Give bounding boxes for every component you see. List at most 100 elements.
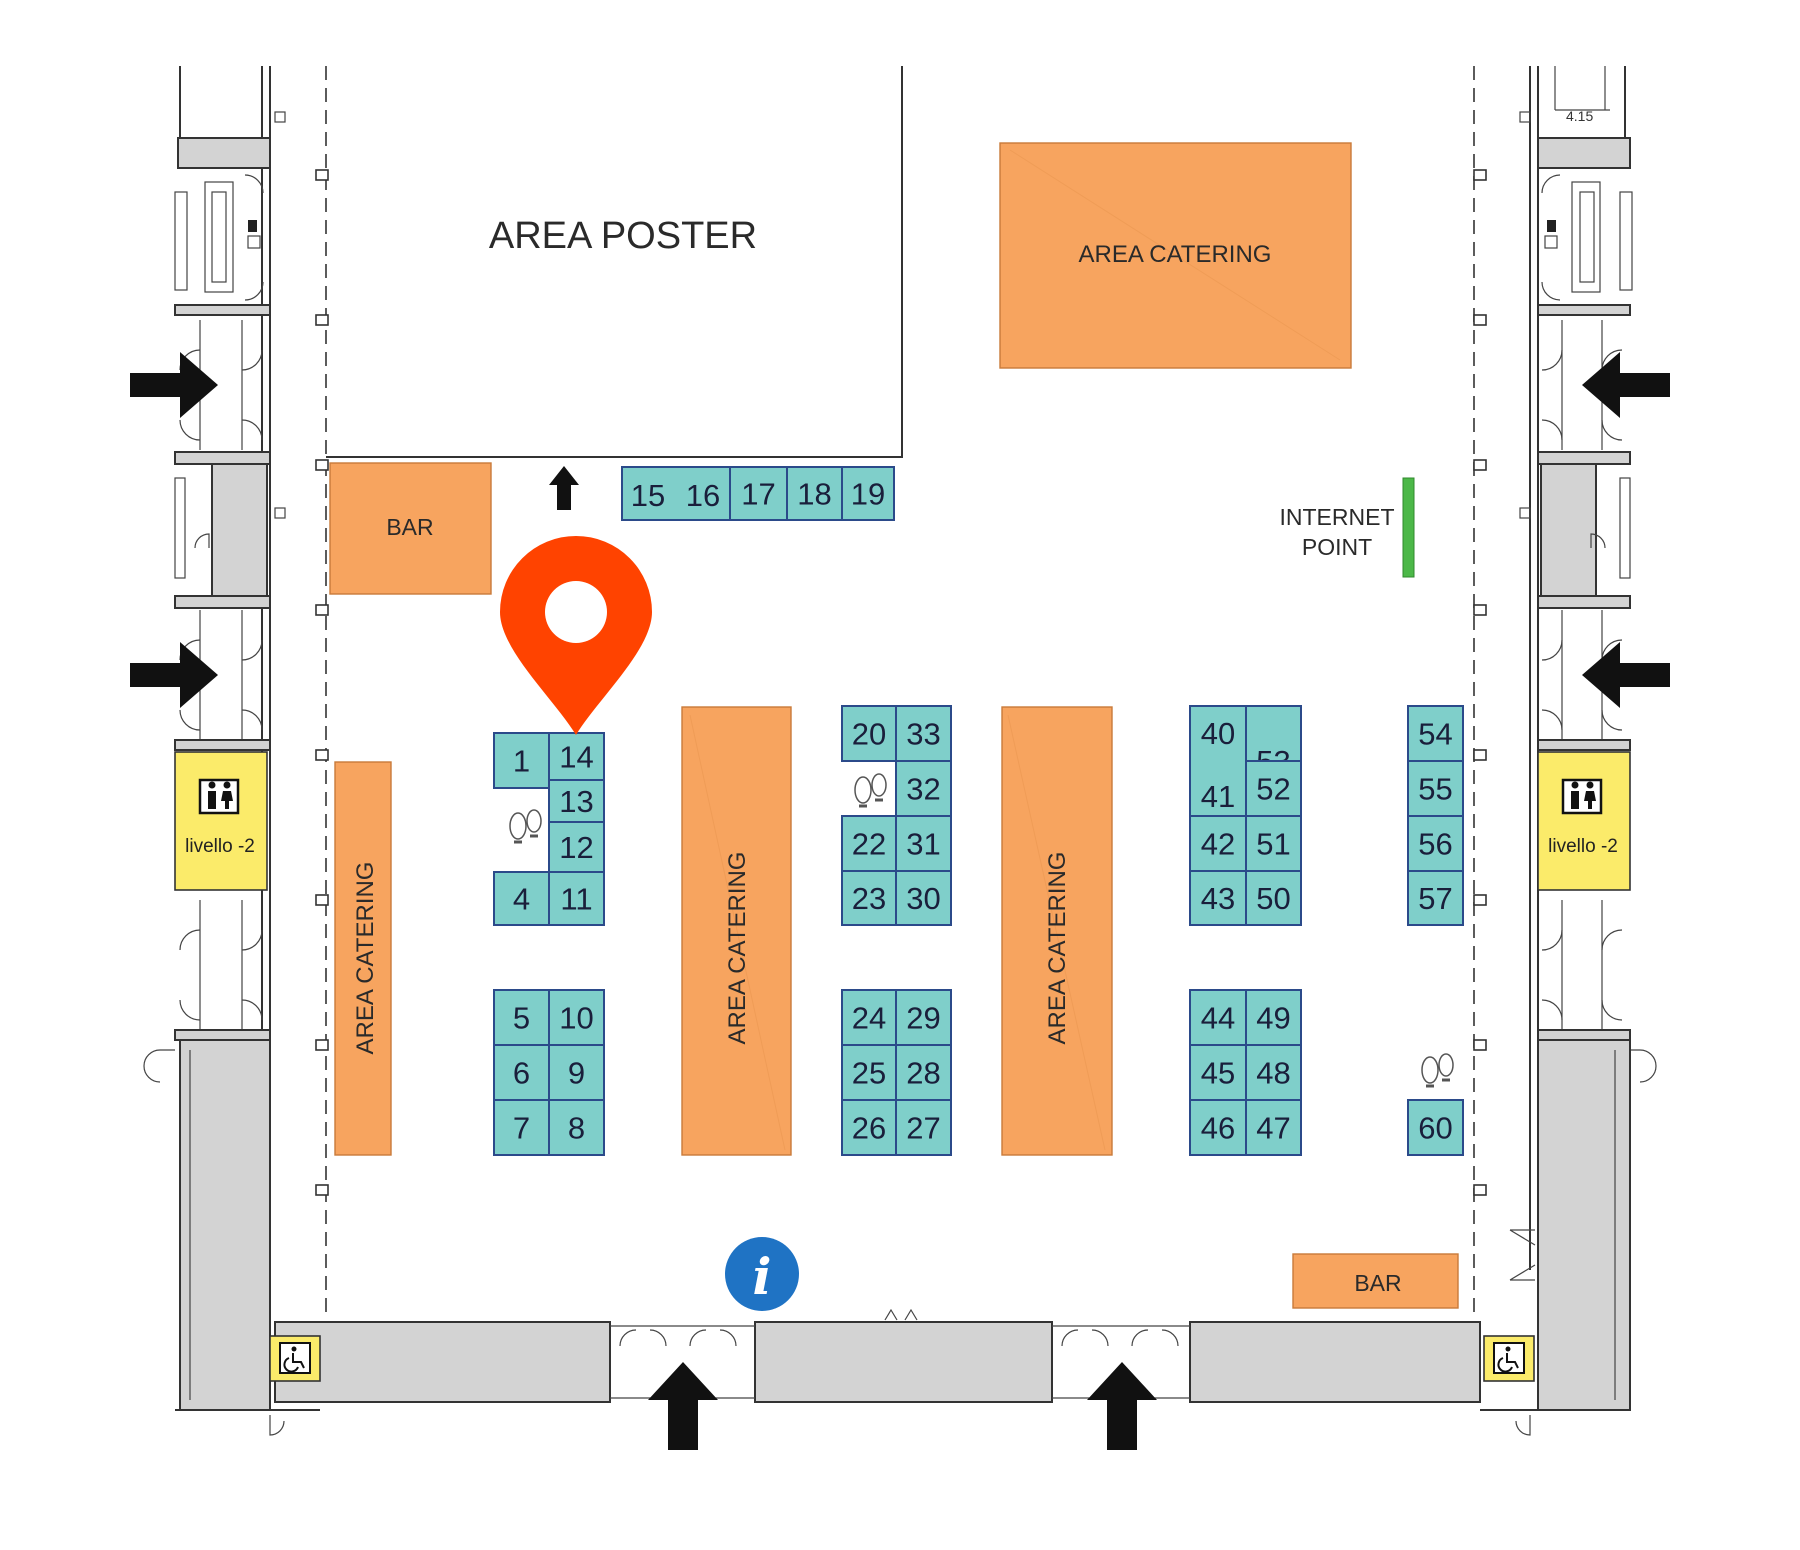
column-posts-left	[315, 169, 329, 1196]
entrance-arrow-icon	[130, 642, 218, 708]
booth-13[interactable]	[548, 779, 605, 823]
booth-5[interactable]	[493, 989, 550, 1046]
booth-number-24: 24	[852, 1001, 886, 1036]
booth-47[interactable]	[1245, 1099, 1302, 1156]
column-post	[315, 894, 329, 906]
bar-top: BAR	[329, 462, 492, 595]
booth-number-23: 23	[852, 881, 886, 916]
column-post	[1473, 459, 1487, 471]
booth-42[interactable]	[1189, 815, 1247, 872]
booth-57[interactable]	[1407, 870, 1464, 926]
entrance-arrow-icon	[1087, 1362, 1157, 1450]
booth-6[interactable]	[493, 1044, 550, 1101]
internet-point-label-1: INTERNET	[1280, 504, 1395, 530]
booth-number-25: 25	[852, 1056, 886, 1091]
entrance-arrow-icon	[130, 352, 218, 418]
bar-bottom: BAR	[1292, 1253, 1459, 1309]
bottom-wall	[269, 1308, 1531, 1436]
column-post	[315, 1184, 329, 1196]
booth-number-42: 42	[1201, 827, 1235, 862]
booth-number-1: 1	[513, 744, 530, 779]
area-poster: AREA POSTER	[489, 215, 757, 257]
booth-number-44: 44	[1201, 1001, 1235, 1036]
booth-number-40: 40	[1201, 716, 1235, 751]
booth-number-48: 48	[1256, 1056, 1290, 1091]
booth-17[interactable]	[729, 466, 788, 521]
booth-7[interactable]	[493, 1099, 550, 1156]
restroom-right: livello -2	[1537, 751, 1631, 891]
booth-4[interactable]	[493, 871, 550, 926]
column-post	[315, 169, 329, 181]
booth-32[interactable]	[895, 760, 952, 817]
booth-number-51: 51	[1256, 827, 1290, 862]
wheelchair-access-right	[1483, 1335, 1535, 1382]
booth-number-16: 16	[686, 478, 720, 513]
booth-number-54: 54	[1418, 717, 1452, 752]
booth-49[interactable]	[1245, 989, 1302, 1046]
booth-number-55: 55	[1418, 772, 1452, 807]
booth-27[interactable]	[895, 1099, 952, 1156]
map-pin-icon[interactable]	[500, 535, 653, 735]
column-post	[315, 314, 329, 326]
booth-30[interactable]	[895, 870, 952, 926]
booth-10[interactable]	[548, 989, 605, 1046]
info-icon[interactable]: i	[725, 1237, 799, 1311]
booth-19[interactable]	[841, 466, 895, 521]
left-wing	[143, 66, 320, 1411]
catering-right-label: AREA CATERING	[1044, 852, 1071, 1045]
wheelchair-access-left	[269, 1335, 321, 1382]
restroom-right-label: livello -2	[1548, 836, 1618, 857]
column-post	[1473, 894, 1487, 906]
booth-22[interactable]	[841, 815, 897, 872]
column-post	[1473, 1184, 1487, 1196]
column-post	[315, 459, 329, 471]
column-post	[1473, 1039, 1487, 1051]
booth-number-60: 60	[1418, 1111, 1452, 1146]
booth-8[interactable]	[548, 1099, 605, 1156]
restroom-left-label: livello -2	[185, 836, 255, 857]
footprints-icon	[1421, 1053, 1454, 1088]
booth-number-31: 31	[906, 827, 940, 862]
booth-56[interactable]	[1407, 815, 1464, 872]
booth-number-57: 57	[1418, 881, 1452, 916]
booth-23[interactable]	[841, 870, 897, 926]
info-symbol: i	[753, 1247, 772, 1306]
booth-number-50: 50	[1256, 881, 1290, 916]
right-wing: 4.15	[1480, 66, 1657, 1411]
catering-area-center: AREA CATERING	[681, 706, 792, 1156]
booth-60[interactable]	[1407, 1099, 1464, 1156]
booth-20[interactable]	[841, 705, 897, 762]
booth-number-33: 33	[906, 717, 940, 752]
booth-number-12: 12	[559, 830, 593, 865]
booth-number-18: 18	[797, 477, 831, 512]
booth-number-26: 26	[852, 1111, 886, 1146]
booth-55[interactable]	[1407, 760, 1464, 817]
booth-number-47: 47	[1256, 1111, 1290, 1146]
booth-11[interactable]	[548, 871, 605, 926]
internet-point: INTERNET POINT	[1280, 477, 1415, 578]
booth-number-19: 19	[851, 477, 885, 512]
column-post	[1473, 169, 1487, 181]
booth-9[interactable]	[548, 1044, 605, 1101]
entrance-arrows	[130, 352, 1670, 1450]
column-post	[315, 1039, 329, 1051]
booth-number-7: 7	[513, 1111, 530, 1146]
booth-18[interactable]	[786, 466, 843, 521]
catering-left-label: AREA CATERING	[352, 862, 379, 1055]
restroom-icon	[1561, 778, 1603, 815]
booth-number-15: 15	[631, 478, 665, 513]
booth-number-27: 27	[906, 1111, 940, 1146]
booth-number-22: 22	[852, 827, 886, 862]
booth-number-28: 28	[906, 1056, 940, 1091]
booth-number-13: 13	[559, 784, 593, 819]
booth-50[interactable]	[1245, 870, 1302, 926]
booth-26[interactable]	[841, 1099, 897, 1156]
booth-number-4: 4	[513, 882, 530, 917]
column-post	[315, 749, 329, 761]
booth-54[interactable]	[1407, 705, 1464, 762]
booth-number-52: 52	[1256, 772, 1290, 807]
restroom-left: livello -2	[174, 751, 268, 891]
entrance-arrow-icon	[1582, 642, 1670, 708]
footprints-icon	[854, 773, 887, 808]
booth-number-32: 32	[906, 772, 940, 807]
